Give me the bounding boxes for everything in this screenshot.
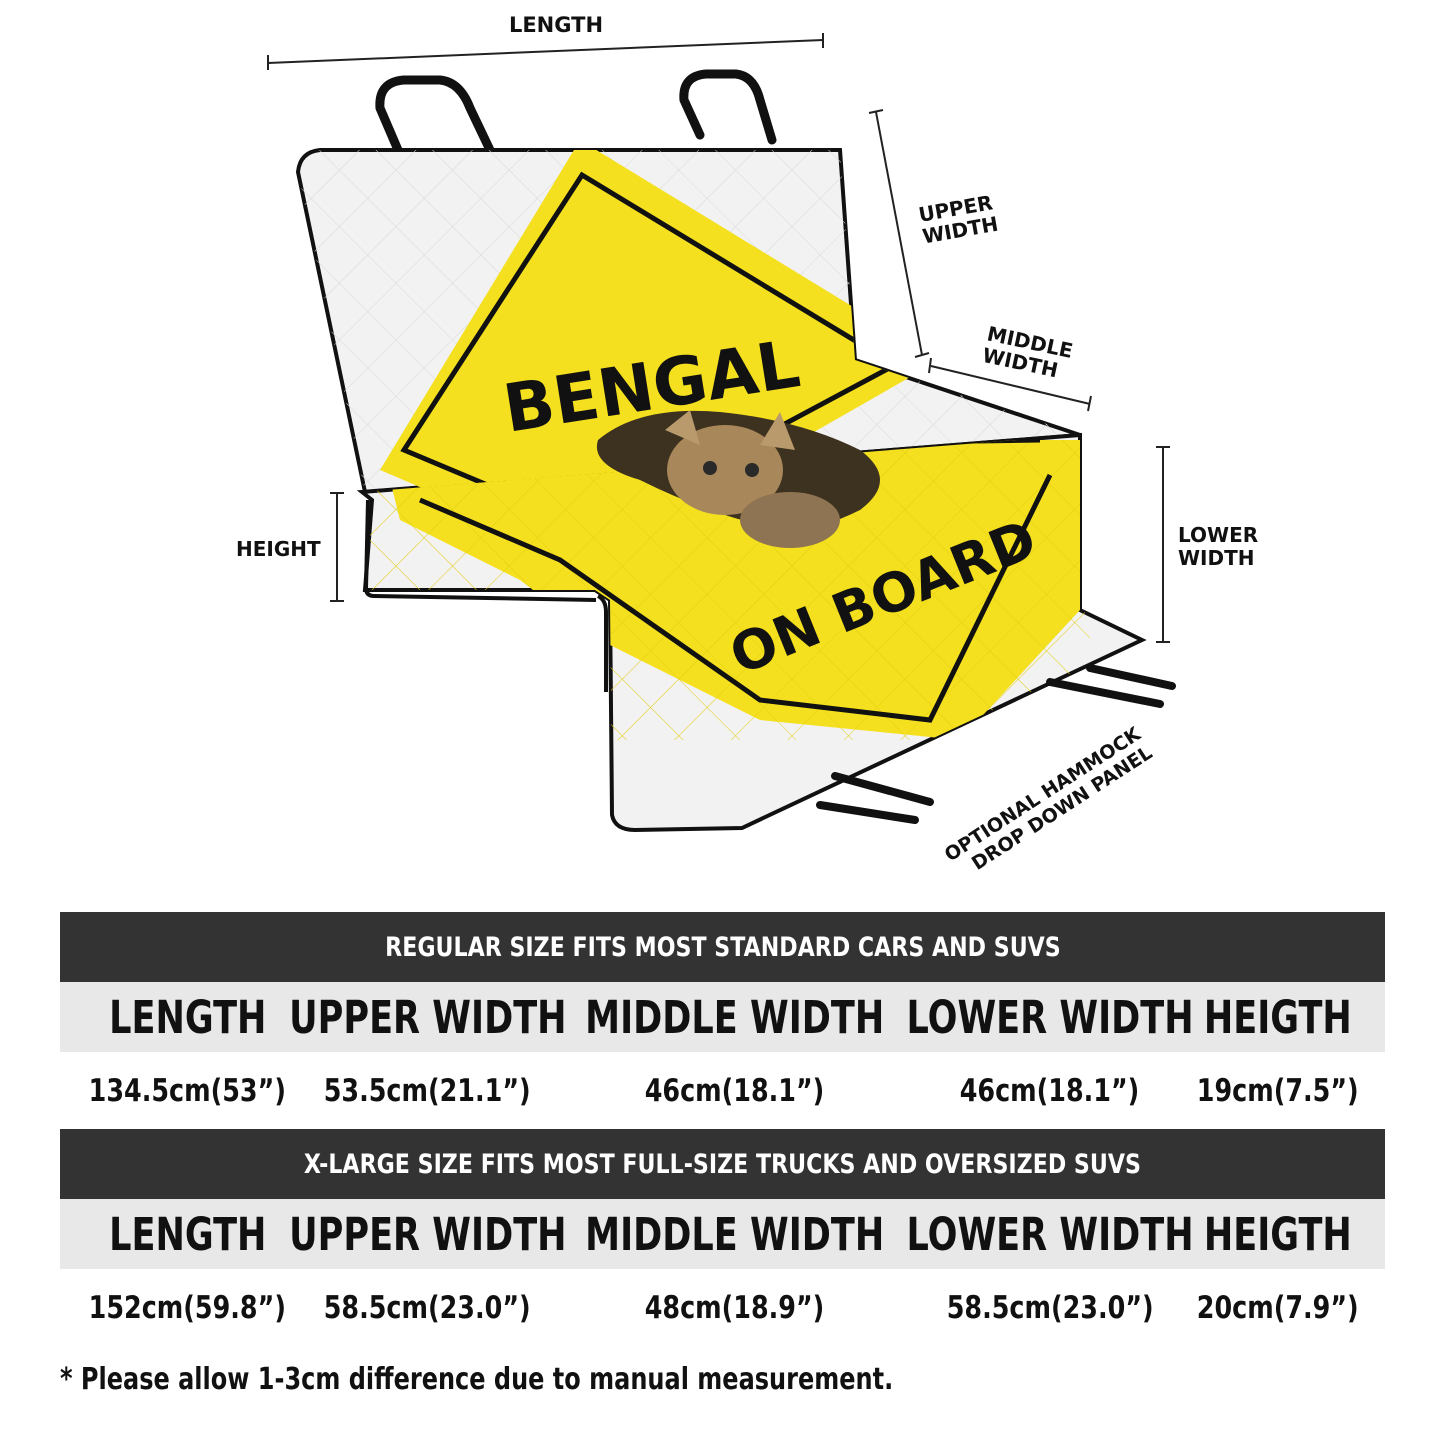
header-lower-width: LOWER WIDTH (906, 1207, 1194, 1261)
header-upper-width: UPPER WIDTH (288, 1207, 567, 1261)
header-length: LENGTH (108, 1207, 267, 1261)
value-length: 152cm(59.8”) (88, 1289, 287, 1326)
length-label: LENGTH (509, 13, 603, 37)
middle-width-dimension: MIDDLE WIDTH (928, 321, 1092, 412)
hammock-dimension: OPTIONAL HAMMOCK DROP DOWN PANEL (941, 722, 1156, 875)
xlarge-size-header-row: LENGTH UPPER WIDTH MIDDLE WIDTH LOWER WI… (60, 1199, 1385, 1269)
height-label: HEIGHT (236, 537, 321, 561)
lower-width-label-2: WIDTH (1178, 546, 1254, 570)
length-dimension: LENGTH (267, 13, 824, 70)
lower-width-dimension: LOWER WIDTH (1156, 446, 1258, 643)
header-upper-width: UPPER WIDTH (288, 990, 567, 1044)
bengal-warning-sign: BENGAL ON BOARD (370, 150, 1090, 740)
seat-anchor-straps (816, 664, 1176, 824)
regular-size-header-row: LENGTH UPPER WIDTH MIDDLE WIDTH LOWER WI… (60, 982, 1385, 1052)
header-height: HEIGTH (1203, 990, 1352, 1044)
xlarge-size-title-band: X-LARGE SIZE FITS MOST FULL-SIZE TRUCKS … (60, 1129, 1385, 1199)
upper-width-dimension: UPPER WIDTH (868, 109, 1000, 358)
header-middle-width: MIDDLE WIDTH (585, 990, 885, 1044)
bengal-kitten-image (596, 410, 880, 548)
value-length: 134.5cm(53”) (88, 1072, 287, 1109)
value-upper-width: 53.5cm(21.1”) (324, 1072, 531, 1109)
value-height: 20cm(7.9”) (1196, 1289, 1359, 1326)
value-upper-width: 58.5cm(23.0”) (324, 1289, 531, 1326)
height-dimension: HEIGHT (236, 492, 344, 602)
header-length: LENGTH (108, 990, 267, 1044)
hammock-label-1: OPTIONAL HAMMOCK (941, 722, 1146, 866)
seat-cover-diagram: LENGTH UPPER WIDTH MIDDLE WIDTH LOWER WI… (236, 13, 1258, 875)
value-height: 19cm(7.5”) (1196, 1072, 1359, 1109)
measurement-footnote: * Please allow 1-3cm difference due to m… (60, 1362, 1102, 1397)
xlarge-size-values-row: 152cm(59.8”) 58.5cm(23.0”) 48cm(18.9”) 5… (60, 1269, 1385, 1346)
header-middle-width: MIDDLE WIDTH (585, 1207, 885, 1261)
size-chart: REGULAR SIZE FITS MOST STANDARD CARS AND… (60, 912, 1385, 1346)
hammock-label-2: DROP DOWN PANEL (968, 742, 1156, 875)
value-middle-width: 46cm(18.1”) (645, 1072, 825, 1109)
regular-size-title: REGULAR SIZE FITS MOST STANDARD CARS AND… (384, 931, 1061, 963)
regular-size-values-row: 134.5cm(53”) 53.5cm(21.1”) 46cm(18.1”) 4… (60, 1052, 1385, 1129)
footnote-text: * Please allow 1-3cm difference due to m… (60, 1362, 894, 1397)
xlarge-size-title: X-LARGE SIZE FITS MOST FULL-SIZE TRUCKS … (303, 1148, 1142, 1180)
headrest-straps (375, 69, 777, 155)
header-lower-width: LOWER WIDTH (906, 990, 1194, 1044)
header-height: HEIGTH (1203, 1207, 1352, 1261)
lower-width-label-1: LOWER (1178, 523, 1258, 547)
regular-size-title-band: REGULAR SIZE FITS MOST STANDARD CARS AND… (60, 912, 1385, 982)
value-middle-width: 48cm(18.9”) (645, 1289, 825, 1326)
value-lower-width: 46cm(18.1”) (960, 1072, 1140, 1109)
value-lower-width: 58.5cm(23.0”) (946, 1289, 1154, 1326)
